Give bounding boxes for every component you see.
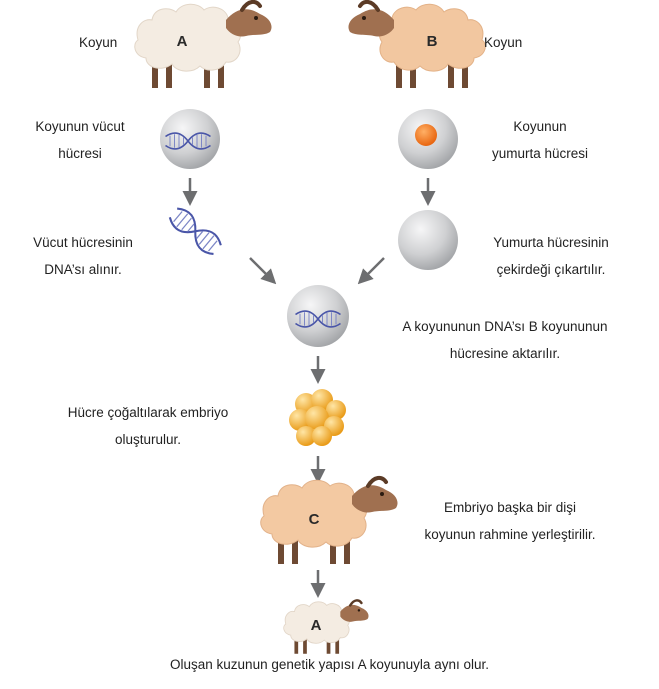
sheep-a-label: Koyun — [79, 29, 117, 56]
empty-egg-cell-icon — [398, 210, 458, 270]
body-cell-label: Koyunun vücut hücresi — [10, 113, 150, 167]
combined-cell-icon — [287, 285, 349, 347]
embryo-formed-label: Hücre çoğaltılarak embriyo oluşturulur. — [48, 399, 248, 453]
egg-cell-label: Koyunun yumurta hücresi — [470, 113, 610, 167]
sheep-a-illustration — [135, 2, 272, 88]
dna-taken-label: Vücut hücresinin DNA’sı alınır. — [8, 229, 158, 283]
sheep-b-letter: B — [427, 33, 438, 50]
lamb-illustration — [284, 600, 369, 653]
conclusion-text: Oluşan kuzunun genetik yapısı A koyunuyl… — [80, 651, 579, 678]
arrow-diagonal-right — [362, 258, 384, 280]
body-cell-icon — [160, 109, 220, 169]
sheep-c-illustration — [261, 478, 398, 564]
extracted-dna-icon — [167, 205, 224, 257]
sheep-b-label: Koyun — [484, 29, 522, 56]
arrow-diagonal-left — [250, 258, 272, 280]
sheep-a-letter: A — [177, 33, 188, 50]
sheep-c-letter: C — [309, 511, 320, 528]
embryo-placed-label: Embriyo başka bir dişi koyunun rahmine y… — [400, 494, 620, 548]
dna-transferred-label: A koyununun DNA’sı B koyununun hücresine… — [370, 313, 640, 367]
egg-cell-icon — [398, 109, 458, 169]
embryo-icon — [289, 389, 346, 446]
sheep-b-illustration — [348, 2, 485, 88]
nucleus-removed-label: Yumurta hücresinin çekirdeği çıkartılır. — [466, 229, 636, 283]
lamb-letter: A — [311, 617, 322, 634]
